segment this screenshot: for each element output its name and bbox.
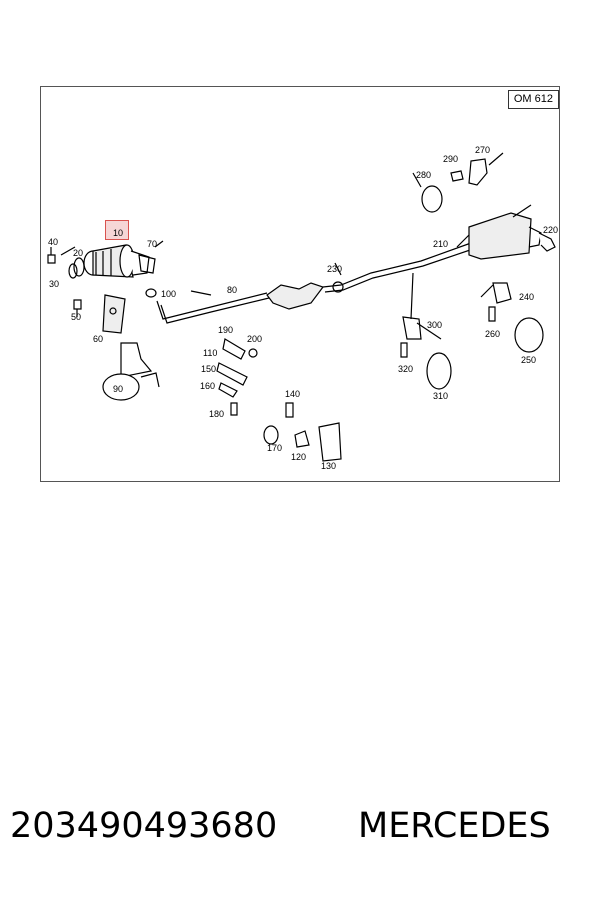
part-number: 203490493680 bbox=[10, 806, 278, 846]
callout-320[interactable]: 320 bbox=[398, 364, 414, 374]
callout-180[interactable]: 180 bbox=[209, 409, 225, 419]
callout-240[interactable]: 240 bbox=[519, 292, 535, 302]
callout-210[interactable]: 210 bbox=[433, 239, 449, 249]
exhaust-drawing bbox=[47, 152, 556, 462]
callout-160[interactable]: 160 bbox=[200, 381, 216, 391]
callout-250[interactable]: 250 bbox=[521, 355, 537, 365]
callout-150[interactable]: 150 bbox=[201, 364, 217, 374]
highlighted-part-box[interactable] bbox=[105, 220, 129, 240]
callout-100[interactable]: 100 bbox=[161, 289, 177, 299]
callout-290[interactable]: 290 bbox=[443, 154, 459, 164]
callout-90[interactable]: 90 bbox=[113, 384, 124, 394]
catalytic-converter bbox=[83, 244, 150, 278]
callout-230[interactable]: 230 bbox=[327, 264, 343, 274]
callout-30[interactable]: 30 bbox=[49, 279, 60, 289]
brand-name: MERCEDES bbox=[358, 806, 551, 846]
callout-140[interactable]: 140 bbox=[285, 389, 301, 399]
callout-260[interactable]: 260 bbox=[485, 329, 501, 339]
callout-110[interactable]: 110 bbox=[203, 348, 218, 358]
callout-190[interactable]: 190 bbox=[218, 325, 234, 335]
callout-300[interactable]: 300 bbox=[427, 320, 443, 330]
callout-70[interactable]: 70 bbox=[147, 239, 158, 249]
callout-20[interactable]: 20 bbox=[73, 248, 84, 258]
callout-120[interactable]: 120 bbox=[291, 452, 307, 462]
part-caption: 203490493680 MERCEDES bbox=[10, 806, 590, 866]
exhaust-diagram: OM 612 10 20 30 40 50 60 70 80 90 100 11… bbox=[40, 86, 560, 482]
callout-310[interactable]: 310 bbox=[433, 391, 449, 401]
callout-280[interactable]: 280 bbox=[416, 170, 432, 180]
callout-220[interactable]: 220 bbox=[543, 225, 559, 235]
callout-200[interactable]: 200 bbox=[247, 334, 263, 344]
callout-10[interactable]: 10 bbox=[113, 228, 124, 238]
callout-80[interactable]: 80 bbox=[227, 285, 238, 295]
callout-50[interactable]: 50 bbox=[71, 312, 82, 322]
callout-40[interactable]: 40 bbox=[48, 237, 59, 247]
callout-60[interactable]: 60 bbox=[93, 334, 104, 344]
engine-code-label: OM 612 bbox=[507, 90, 559, 109]
callout-270[interactable]: 270 bbox=[475, 145, 491, 155]
callout-170[interactable]: 170 bbox=[267, 443, 283, 453]
callout-130[interactable]: 130 bbox=[321, 461, 337, 471]
